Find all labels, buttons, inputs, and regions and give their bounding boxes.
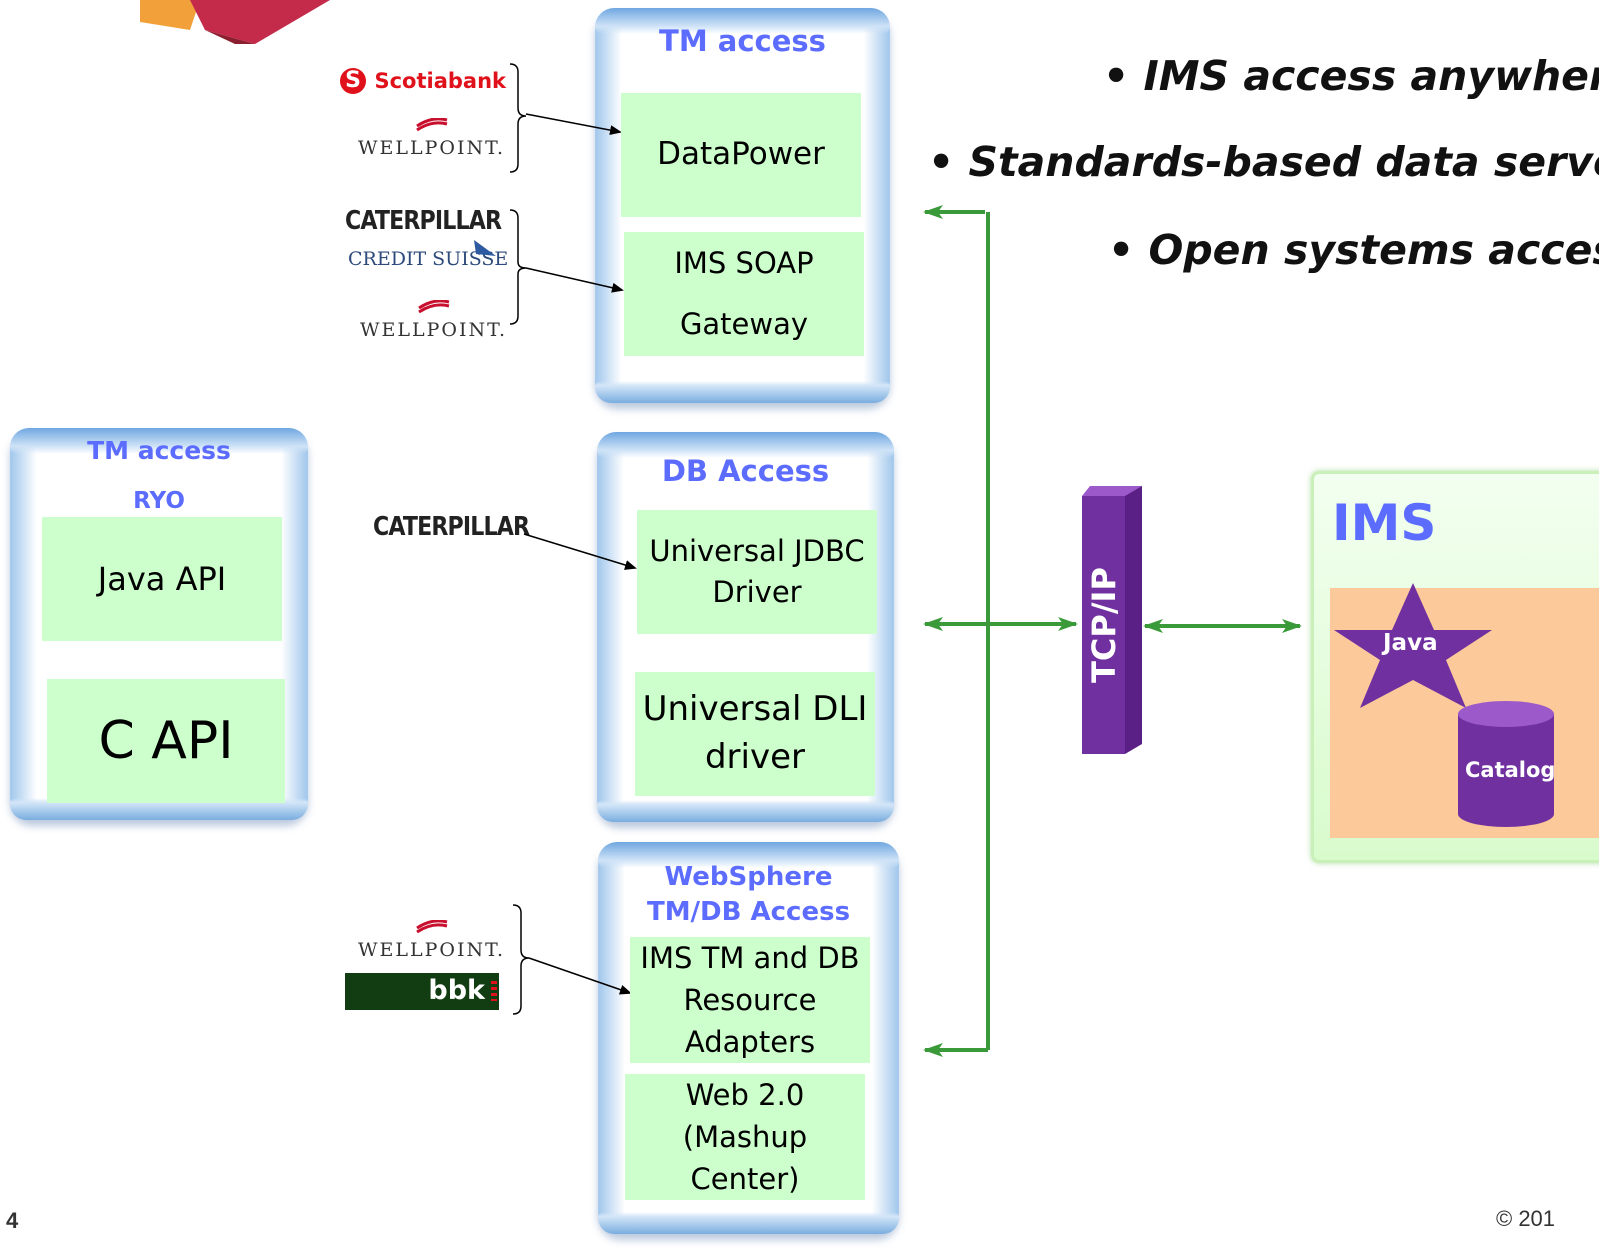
caterpillar-logo-1: CATERPILLAR [345,206,502,236]
tm-access-container: TM access DataPower IMS SOAP Gateway [595,8,890,403]
ryo-container-subtitle: RYO [133,488,185,514]
catalog-label: Catalog [1465,758,1556,782]
wellpoint-flag-icon [417,299,449,314]
ims-tm-db-resource-adapters-box: IMS TM and DB Resource Adapters [630,937,870,1063]
java-api-box: Java API [42,517,282,641]
page-number: 4 [6,1208,19,1233]
ims-title: IMS [1332,494,1437,552]
arrow-to-resource-adapters [528,957,632,995]
credit-suisse-wordmark: CREDIT SUISSE [348,248,509,270]
caterpillar-logo-2: CATERPILLAR [373,512,530,542]
java-label: Java [1383,630,1438,656]
universal-jdbc-driver-box: Universal JDBC Driver [637,510,877,634]
wellpoint-wordmark-2: WELLPOINT. [360,319,508,341]
websphere-container-title: WebSphere TM/DB Access [646,862,851,928]
ryo-tm-access-container: TM access RYO Java API C API [10,428,308,820]
websphere-container: WebSphere TM/DB Access IMS TM and DB Res… [598,842,899,1234]
brace-1 [509,63,527,173]
wellpoint-logo-3: WELLPOINT. [358,919,506,961]
wellpoint-logo-1: WELLPOINT. [358,117,506,159]
datapower-box: DataPower [621,93,861,217]
c-api-box: C API [47,679,285,803]
web20-mashup-center-box: Web 2.0 (Mashup Center) [625,1074,865,1200]
wellpoint-flag-icon [415,919,447,934]
arrow-to-datapower [525,113,622,136]
universal-dli-driver-box: Universal DLI driver [635,672,875,796]
wellpoint-wordmark-3: WELLPOINT. [358,939,506,961]
catalog-database-icon [1458,701,1554,827]
java-star-icon [1334,583,1492,708]
bullet-ims-access-anywhere: • IMS access anywhere [1103,52,1599,100]
db-access-container: DB Access Universal JDBC Driver Universa… [597,432,894,822]
bullet-standards-based: • Standards-based data serve [928,138,1599,186]
bbk-wordmark: bbk [428,975,485,1006]
scotiabank-icon: S [340,68,366,94]
credit-suisse-logo: CREDIT SUISSE [348,240,509,270]
scotiabank-wordmark: Scotiabank [374,69,506,93]
wellpoint-flag-icon [415,117,447,132]
copyright-text: © 201 [1496,1206,1556,1231]
wellpoint-logo-2: WELLPOINT. [360,299,508,341]
ryo-container-title: TM access [87,436,231,465]
bbk-accent-icon [491,981,497,1001]
arrow-to-soap-gateway [525,267,624,293]
credit-suisse-sail-icon [474,240,496,256]
ims-soap-gateway-box: IMS SOAP Gateway [624,232,864,356]
tm-container-title: TM access [659,24,826,58]
arrow-to-jdbc [523,533,637,570]
db-container-title: DB Access [661,454,830,488]
brand-corner-graphic [140,0,330,44]
bullet-open-systems: • Open systems acces [1108,226,1599,274]
wellpoint-wordmark-1: WELLPOINT. [358,137,506,159]
scotiabank-logo: S Scotiabank [340,68,506,94]
bbk-logo: bbk [345,973,499,1010]
